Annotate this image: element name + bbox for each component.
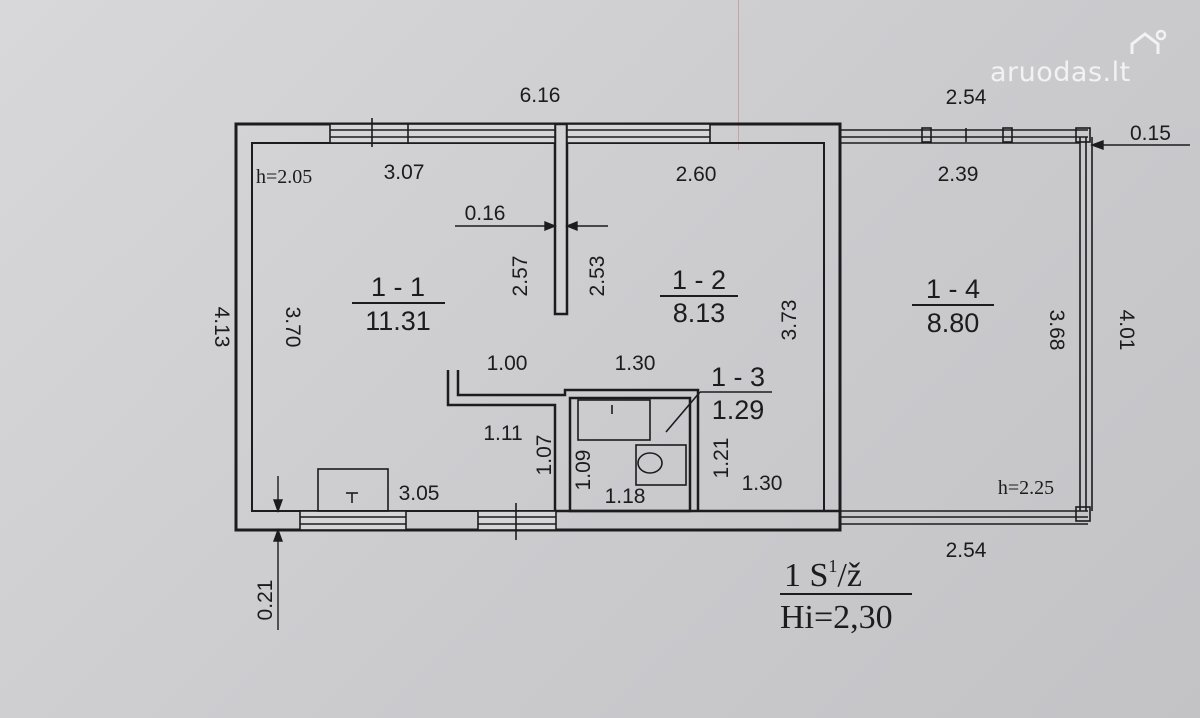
dim-label: h=2.05 [256,166,312,188]
toilet-bowl-icon [637,452,663,474]
dim-label: 2.57 [509,256,532,297]
fixtures [317,391,772,512]
title-suffix: /ž [837,557,862,594]
dimension-labels: 6.16 2.54 0.15 3.07 h=2.05 0.16 2.60 2.3… [256,84,1171,562]
windows-bottom [299,503,557,540]
dim-label: 1.09 [572,450,595,491]
room-id: 1 - 1 [371,272,425,302]
balcony-post [1002,127,1013,143]
dim-label: 3.05 [399,482,440,505]
balcony-post [1075,506,1091,522]
title-superscript: 1 [828,556,837,576]
partition-wall [553,122,569,316]
dim-label: 2.54 [946,86,987,109]
dim-label: 4.01 [1115,310,1138,351]
bath-leader-line [665,391,701,433]
dim-label: 2.39 [938,163,979,186]
arrow-icon [544,220,557,232]
dim-label: h=2.25 [998,477,1054,499]
stove-icon [317,468,389,512]
dim-label: 4.13 [210,307,233,348]
arrow-icon [565,220,578,232]
dim-label: 3.07 [384,161,425,184]
arrow-icon [273,499,283,514]
room-area: 1.29 [712,395,765,425]
corridor-wall [446,370,557,511]
dimension-lines [273,140,1190,630]
bathtub-icon [577,399,651,441]
dim-label: 2.53 [586,256,609,297]
balcony [840,127,1093,525]
room-labels: 1 - 1 11.31 1 - 2 8.13 1 - 3 1.29 1 - 4 … [365,265,980,425]
dim-label: 0.16 [465,202,506,225]
dim-label: 0.21 [254,580,277,621]
dim-label: 1.21 [710,438,733,479]
dim-label: 1.18 [605,485,646,508]
dim-label: 2.60 [676,163,717,186]
title-text: 1 S [784,557,828,594]
windows-top [329,118,711,147]
balcony-post [1075,127,1091,143]
title-line2: Hi=2,30 [780,599,893,636]
arrow-icon [1089,140,1104,150]
bath-wall [456,370,700,511]
dim-label: 0.15 [1130,122,1171,145]
balcony-post [921,127,932,143]
page-margin-line [738,0,739,150]
dim-label: 1.30 [742,472,783,495]
watermark-logo: aruodas.lt [990,56,1131,88]
arrow-icon [273,527,283,542]
window-top-1 [329,123,556,144]
door-opening-bottom [477,510,557,531]
window-bottom-1 [299,510,407,531]
dim-label: 1.00 [487,352,528,375]
vertical-dimension-labels: 4.13 3.70 2.57 2.53 3.73 3.68 4.01 1.07 … [210,256,1138,621]
dim-label: 3.73 [778,300,801,341]
title-block: 1 S1/ž Hi=2,30 [780,556,893,636]
logo-house-icon [1130,29,1167,54]
window-top-2 [566,123,711,144]
dim-label: 3.68 [1045,310,1068,351]
dim-label: 1.07 [533,435,556,476]
toilet-tank-icon [635,444,687,486]
dim-label: 2.54 [946,539,987,562]
dim-label: 1.11 [483,422,522,445]
title-line1: 1 S1/ž [784,556,862,594]
room-area: 11.31 [365,306,431,336]
room-area: 8.80 [927,308,980,338]
dim-label: 6.16 [520,84,561,107]
room-id: 8.13 [673,298,726,328]
room-id: 1 - 2 [672,265,726,295]
room-id: 1 - 4 [926,274,980,304]
dim-label: 3.70 [281,307,304,348]
dim-label: 1.30 [615,352,656,375]
room-id: 1 - 3 [711,362,765,392]
